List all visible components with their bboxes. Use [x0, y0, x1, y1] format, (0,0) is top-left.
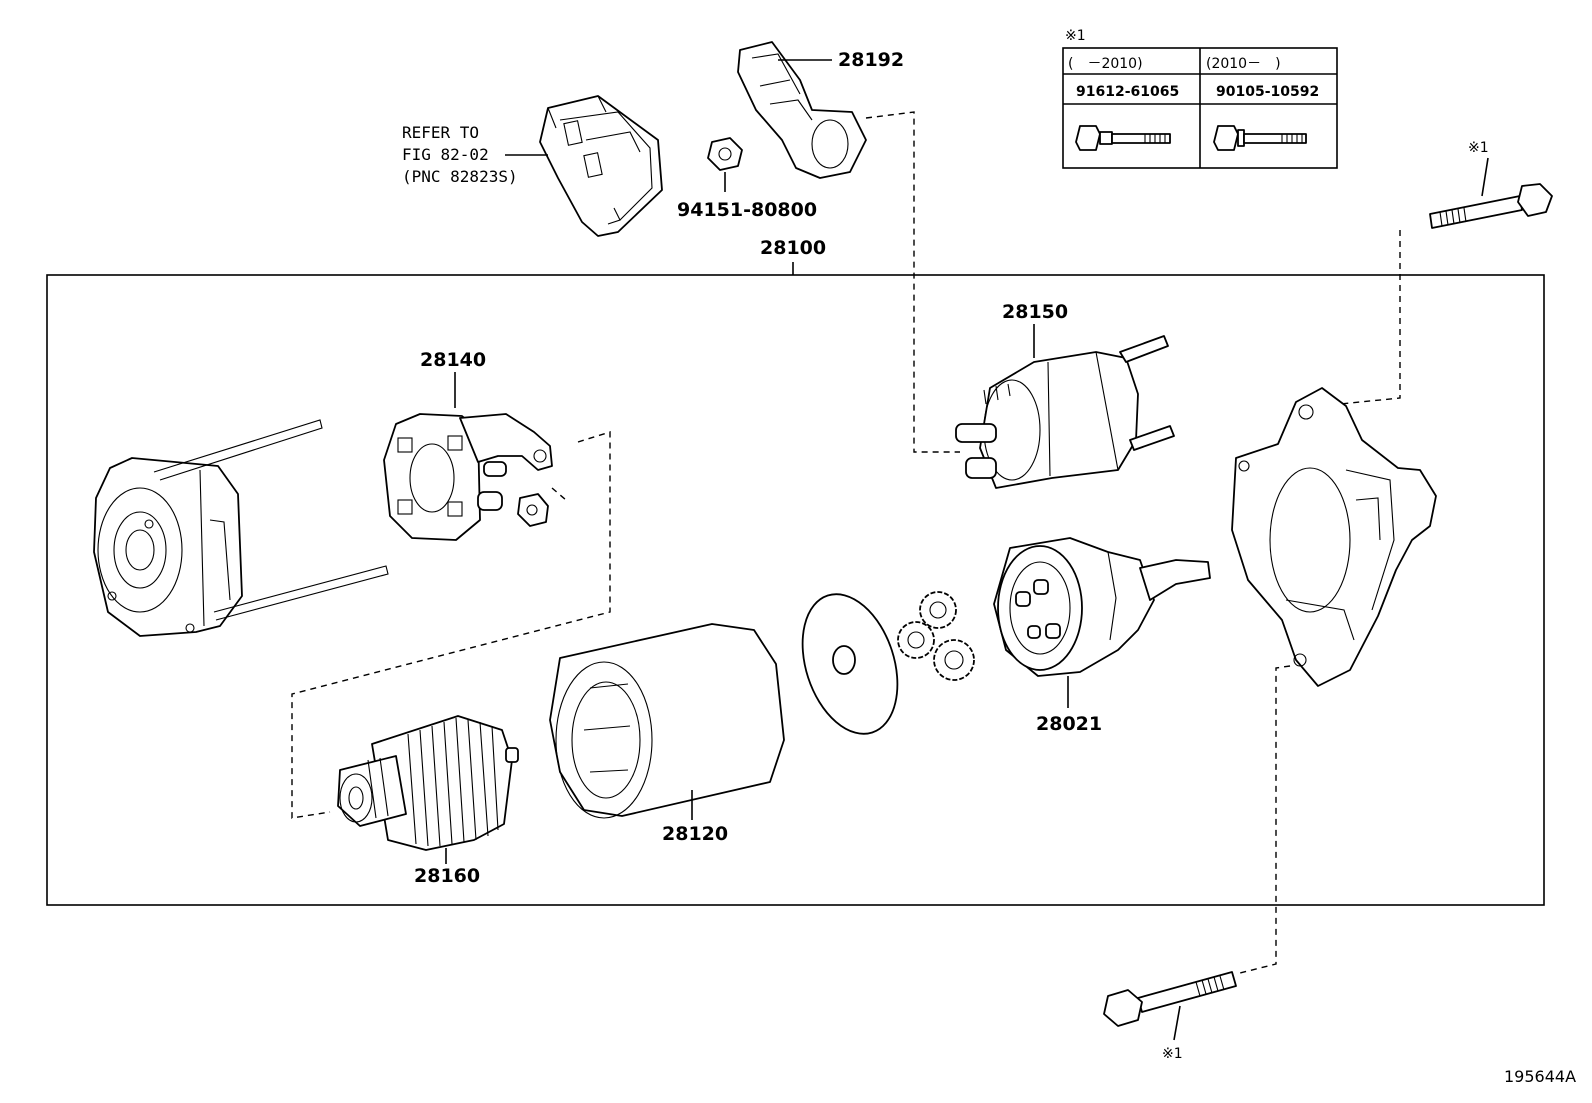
pinion-clutch-part [337, 715, 519, 851]
bolt-top-mark: ※1 [1468, 140, 1489, 156]
bolt-icon-old [1075, 125, 1171, 151]
table-col2-range: (2010－ ) [1206, 56, 1281, 72]
diagram-id: 195644A [1504, 1067, 1576, 1086]
small-nut-part [517, 493, 549, 527]
label-28120: 28120 [662, 823, 728, 845]
end-frame-part [93, 419, 389, 637]
label-28150: 28150 [1002, 301, 1068, 323]
planetary-gears-part [897, 591, 975, 681]
table-col2-partno: 90105-10592 [1216, 84, 1319, 100]
label-28100: 28100 [760, 237, 826, 259]
bolt-bottom-mark: ※1 [1162, 1046, 1183, 1062]
label-94151-80800: 94151-80800 [677, 199, 817, 221]
bolt-icon-new [1213, 125, 1307, 151]
bolt-top-right [1429, 183, 1553, 229]
assembly-frame [46, 274, 1545, 906]
connector-part [539, 95, 663, 237]
table-col1-range: ( －2010) [1068, 56, 1143, 72]
refer-line-3: (PNC 82823S) [402, 167, 518, 186]
bolt-note-table [1062, 47, 1338, 169]
drive-housing-part [1231, 387, 1437, 687]
solenoid-part [955, 335, 1175, 489]
nut-part [707, 137, 743, 171]
label-28160: 28160 [414, 865, 480, 887]
table-col1-partno: 91612-61065 [1076, 84, 1179, 100]
boot-part [737, 41, 867, 179]
yoke-part [549, 623, 785, 819]
plate-disc-part [801, 593, 899, 735]
bolt-bottom [1103, 971, 1237, 1027]
label-28021: 28021 [1036, 713, 1102, 735]
refer-line-2: FIG 82-02 [402, 145, 489, 164]
label-28192: 28192 [838, 49, 904, 71]
label-28140: 28140 [420, 349, 486, 371]
table-mark: ※1 [1065, 28, 1086, 44]
refer-line-1: REFER TO [402, 123, 479, 142]
brush-holder-part [383, 413, 553, 541]
carrier-part [993, 537, 1211, 677]
